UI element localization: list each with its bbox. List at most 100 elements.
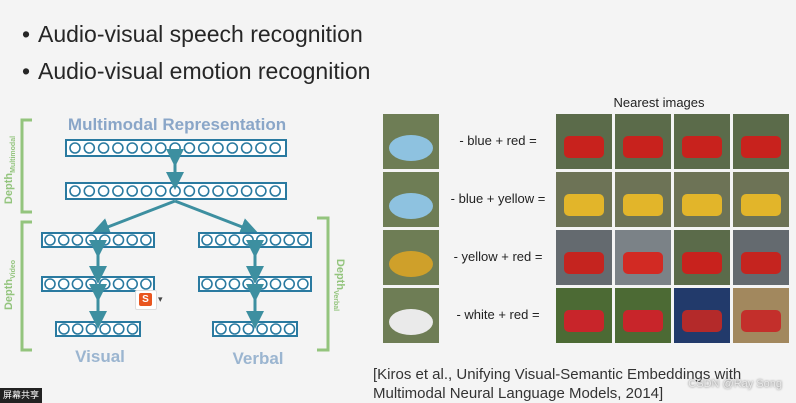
neuron-node <box>197 185 210 197</box>
neuron-node <box>58 323 70 335</box>
neuron-node <box>297 234 309 246</box>
neuron-node <box>112 185 124 197</box>
neuron-node <box>126 185 138 197</box>
tool-badge[interactable]: S <box>135 290 157 310</box>
image-row: - white + red = <box>383 288 789 343</box>
neuron-node <box>269 142 282 154</box>
neuron-node <box>85 278 97 290</box>
svg-text:DepthVerbal: DepthVerbal <box>332 259 346 311</box>
depth-verbal-label: DepthVerbal <box>332 259 346 311</box>
neuron-node <box>44 234 56 246</box>
neuron-node <box>215 323 227 335</box>
bracket-verbal <box>317 216 330 352</box>
result-object <box>741 194 781 216</box>
neuron-node <box>283 234 296 246</box>
neuron-node <box>83 142 96 154</box>
svg-text:DepthMultimodal: DepthMultimodal <box>3 136 17 204</box>
neuron-node <box>269 278 282 290</box>
citation: [Kiros et al., Unifying Visual-Semantic … <box>373 366 742 402</box>
neuron-node <box>197 142 210 154</box>
neuron-node <box>140 185 153 197</box>
query-object <box>389 135 433 161</box>
neuron-node <box>214 234 227 246</box>
neuron-node <box>269 323 282 335</box>
result-object <box>623 252 663 274</box>
query-expression: - white + red = <box>456 307 539 322</box>
bullet-list: •Audio-visual speech recognition •Audio-… <box>22 16 370 90</box>
svg-text:DepthVideo: DepthVideo <box>3 260 17 310</box>
image-row: - blue + red = <box>383 114 789 169</box>
result-object <box>682 194 722 216</box>
result-object <box>564 194 604 216</box>
bullet-dot-icon: • <box>22 21 31 47</box>
neuron-node <box>140 234 152 246</box>
neuron-node <box>69 185 81 197</box>
multimodal-layer-bottom <box>65 182 287 200</box>
result-object <box>741 252 781 274</box>
neuron-node <box>99 323 111 335</box>
chevron-down-icon[interactable]: ▾ <box>158 294 163 304</box>
screen-share-tag: 屏幕共享 <box>0 388 42 403</box>
neuron-node <box>57 278 70 290</box>
neuron-node <box>126 234 138 246</box>
depth-video-label: DepthVideo <box>3 260 17 310</box>
visual-layer-3 <box>55 321 141 337</box>
neuron-node <box>242 323 255 335</box>
neuron-node <box>255 142 267 154</box>
bullet-dot-icon: • <box>22 58 31 84</box>
result-object <box>564 310 604 332</box>
arrow-to-visual <box>91 199 176 236</box>
neuron-node <box>99 234 111 246</box>
neuron-node <box>255 278 268 290</box>
neuron-node <box>183 142 196 154</box>
neuron-node <box>155 185 167 197</box>
neuron-node <box>44 278 56 290</box>
neuron-node <box>71 234 84 246</box>
result-object <box>682 136 722 158</box>
neuron-node <box>112 278 125 290</box>
nearest-images-panel: Nearest images - blue + red =- blue + ye… <box>383 95 789 343</box>
neuron-node <box>126 323 139 335</box>
neuron-node <box>85 234 97 246</box>
result-object <box>682 310 722 332</box>
neuron-node <box>71 278 84 290</box>
diagram-title: Multimodal Representation <box>68 115 286 134</box>
neuron-node <box>228 278 241 290</box>
neuron-node <box>155 142 167 154</box>
neuron-node <box>255 185 267 197</box>
neuron-node <box>169 142 181 154</box>
visual-label: Visual <box>75 347 125 366</box>
neuron-node <box>71 323 84 335</box>
verbal-layer-2 <box>198 276 312 292</box>
neuron-node <box>214 278 227 290</box>
visual-layer-1 <box>41 232 155 248</box>
multimodal-diagram: Multimodal Representation Visual Verbal <box>3 115 346 368</box>
neuron-node <box>256 323 268 335</box>
neuron-node <box>255 234 268 246</box>
query-object <box>389 193 433 219</box>
neuron-node <box>97 142 110 154</box>
neuron-node <box>169 185 181 197</box>
neuron-node <box>269 234 282 246</box>
image-row: - blue + yellow = <box>383 172 789 227</box>
neuron-node <box>242 278 254 290</box>
neuron-node <box>212 185 224 197</box>
neuron-node <box>113 323 125 335</box>
query-expression: - yellow + red = <box>454 249 543 264</box>
neuron-node <box>112 142 124 154</box>
neuron-node <box>112 234 125 246</box>
neuron-node <box>226 185 239 197</box>
neuron-node <box>283 323 296 335</box>
neuron-node <box>140 142 153 154</box>
arrow-to-verbal <box>174 199 259 236</box>
neuron-node <box>228 323 241 335</box>
bullet-item: •Audio-visual emotion recognition <box>22 53 370 90</box>
neuron-node <box>269 185 282 197</box>
visual-layer-2 <box>41 276 155 292</box>
query-expression: - blue + yellow = <box>451 191 546 206</box>
depth-multimodal-label: DepthMultimodal <box>3 136 17 204</box>
verbal-layer-3 <box>212 321 298 337</box>
neuron-node <box>226 142 239 154</box>
result-object <box>741 310 781 332</box>
result-object <box>623 310 663 332</box>
